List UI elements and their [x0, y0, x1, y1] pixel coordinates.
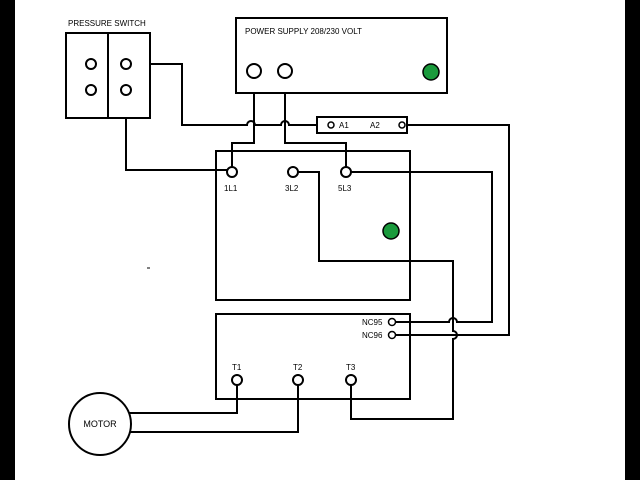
- pressure-switch-terminal-right-bottom: [120, 84, 132, 96]
- wire-t2-to-motor: [125, 380, 299, 433]
- overload-label-t3: T3: [346, 363, 356, 372]
- power-supply-indicator-light: [422, 63, 440, 81]
- coil-label-a2: A2: [370, 121, 380, 130]
- overload-terminal-t2: [292, 374, 304, 386]
- contactor: 1L1 3L2 5L3: [215, 150, 411, 301]
- pressure-switch-label: PRESSURE SWITCH: [68, 19, 146, 28]
- coil-box: [316, 116, 408, 134]
- coil-label-a1: A1: [339, 121, 349, 130]
- contactor-box: [215, 150, 411, 301]
- motor-label: MOTOR: [83, 419, 117, 429]
- power-supply-label: POWER SUPPLY 208/230 VOLT: [245, 27, 362, 36]
- power-supply-terminal-l2: [277, 63, 293, 79]
- wire-t1-to-motor: [125, 380, 238, 414]
- contactor-label-1l1: 1L1: [224, 184, 238, 193]
- overload-label-t1: T1: [232, 363, 242, 372]
- contactor-indicator-light: [382, 222, 400, 240]
- contactor-terminal-1l1: [226, 166, 238, 178]
- power-supply-terminal-l1: [246, 63, 262, 79]
- wire-3l2-to-t3: [293, 171, 458, 420]
- wire-a2-to-nc96: [392, 124, 510, 336]
- overload-terminal-nc95: [387, 317, 397, 327]
- contactor-label-3l2: 3L2: [285, 184, 299, 193]
- overload-label-nc95: NC95: [362, 318, 383, 327]
- power-supply: POWER SUPPLY 208/230 VOLT: [235, 17, 448, 94]
- pressure-switch-terminal-right-top: [120, 58, 132, 70]
- pressure-switch-terminal-left-bottom: [85, 84, 97, 96]
- wire-supply-l2-to-5l3: [284, 71, 347, 172]
- motor-circle: [68, 392, 132, 456]
- overload-label-t2: T2: [293, 363, 303, 372]
- contactor-coil: A1 A2: [316, 116, 408, 134]
- wire-supply-l1-to-1l1: [231, 71, 255, 172]
- contactor-terminal-3l2: [287, 166, 299, 178]
- pressure-switch-terminal-left-top: [85, 58, 97, 70]
- wire-5l3-to-nc95: [346, 171, 493, 323]
- left-border-bar: [0, 0, 15, 480]
- overload-box: [215, 313, 411, 400]
- overload-terminal-nc96: [387, 330, 397, 340]
- pressure-switch: PRESSURE SWITCH: [65, 19, 151, 119]
- contactor-terminal-5l3: [340, 166, 352, 178]
- overload-label-nc96: NC96: [362, 331, 383, 340]
- contactor-label-5l3: 5L3: [338, 184, 352, 193]
- coil-terminal-a2: [398, 121, 406, 129]
- right-border-bar: [625, 0, 640, 480]
- overload-terminal-t1: [231, 374, 243, 386]
- overload-terminal-t3: [345, 374, 357, 386]
- coil-terminal-a1: [327, 121, 335, 129]
- motor: MOTOR: [68, 392, 132, 456]
- overload-relay: NC95 NC96 T1 T2 T3: [215, 313, 411, 400]
- power-supply-box: [235, 17, 448, 94]
